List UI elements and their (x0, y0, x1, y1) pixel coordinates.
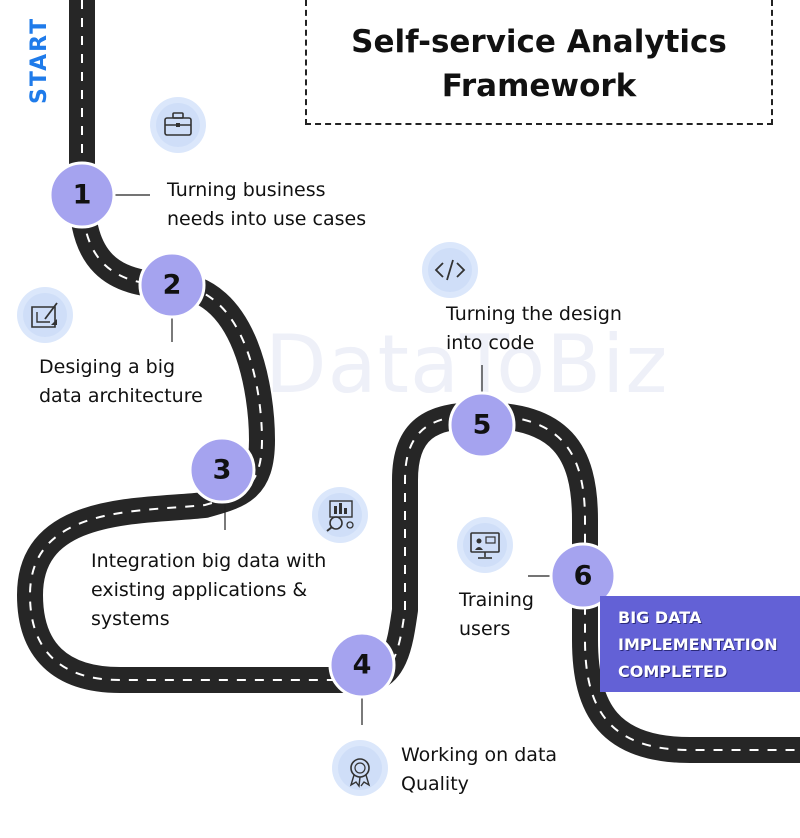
road-center-dashes (28, 0, 800, 751)
step-1-line-2: needs into use cases (167, 208, 367, 230)
step-2-line-1: Desiging a big (39, 356, 176, 378)
step-marker-1: 1 (48, 161, 116, 229)
completion-banner: BIG DATA IMPLEMENTATION COMPLETED (600, 596, 800, 692)
step-circle-1 (48, 161, 116, 229)
step-number-1: 1 (73, 180, 92, 211)
step-number-5: 5 (473, 410, 492, 441)
step-marker-3: 3 (188, 436, 256, 504)
completion-line-2: IMPLEMENTATION (618, 635, 778, 654)
completion-line-3: COMPLETED (618, 662, 728, 681)
step-number-4: 4 (353, 650, 372, 681)
road (17, 0, 800, 763)
step-marker-6: 6 (549, 542, 617, 610)
step-3-line-2: existing applications & (91, 579, 308, 601)
step-1-line-1: Turning business (167, 179, 326, 201)
step-2-line-2: data architecture (39, 385, 203, 407)
step-6-label: Training users (459, 586, 534, 644)
step-2-label: Desiging a big data architecture (39, 353, 203, 411)
analytics-magnifier-icon (312, 487, 368, 543)
step-4-line-1: Working on data (401, 744, 558, 766)
step-icons (17, 97, 513, 796)
presentation-screen-icon (457, 517, 513, 573)
step-marker-4: 4 (328, 631, 396, 699)
step-circle-3 (188, 436, 256, 504)
step-number-6: 6 (574, 561, 593, 592)
connector-lines (115, 194, 552, 725)
step-6-line-1: Training (459, 589, 534, 611)
step-5-label: Turning the design into code (446, 300, 622, 358)
step-marker-5: 5 (448, 391, 516, 459)
step-3-line-1: Integration big data with (91, 550, 327, 572)
title-box: Self-service Analytics Framework (305, 0, 773, 125)
code-icon (422, 242, 478, 298)
step-3-line-3: systems (91, 608, 170, 630)
step-number-3: 3 (213, 455, 232, 486)
blueprint-icon (17, 287, 73, 343)
step-5-line-2: into code (446, 332, 535, 354)
step-1-label: Turning business needs into use cases (167, 176, 366, 234)
step-circle-5 (448, 391, 516, 459)
title-line-1: Self-service Analytics (351, 23, 727, 60)
completion-line-1: BIG DATA (618, 608, 702, 627)
step-3-label: Integration big data with existing appli… (91, 547, 326, 634)
quality-badge-icon (332, 740, 388, 796)
step-markers: 1 2 3 4 5 6 (48, 161, 617, 699)
step-circle-4 (328, 631, 396, 699)
start-label: START (27, 16, 52, 104)
step-4-label: Working on data Quality (401, 741, 557, 799)
step-marker-2: 2 (138, 251, 206, 319)
briefcase-icon (150, 97, 206, 153)
step-6-line-2: users (459, 618, 511, 640)
step-5-line-1: Turning the design (446, 303, 622, 325)
step-number-2: 2 (163, 270, 182, 301)
title-line-2: Framework (441, 67, 637, 104)
step-circle-2 (138, 251, 206, 319)
step-4-line-2: Quality (401, 773, 469, 795)
step-circle-6 (549, 542, 617, 610)
